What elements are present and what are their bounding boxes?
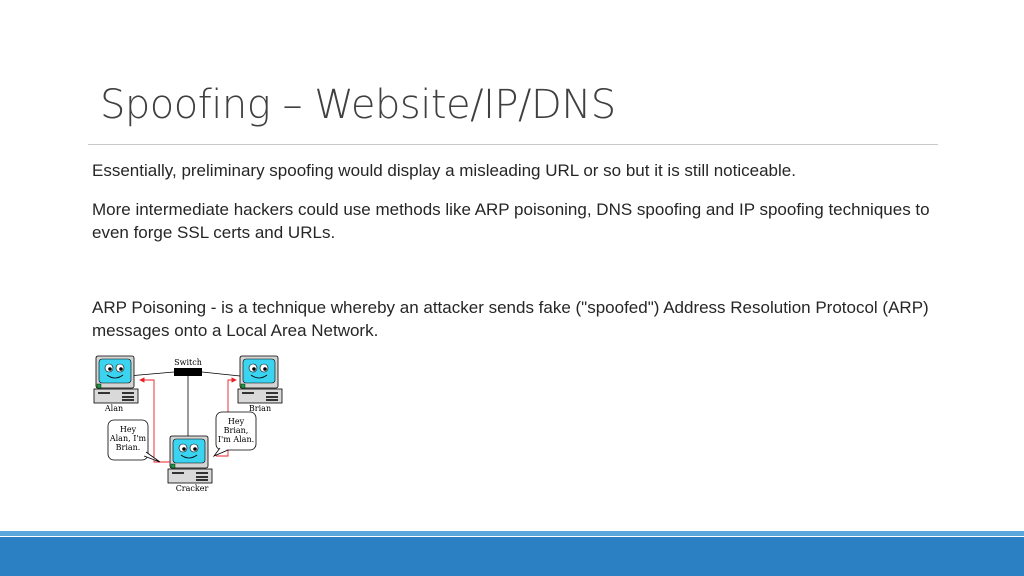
wire-alan-switch [127, 371, 175, 377]
paragraph-3: ARP Poisoning - is a technique whereby a… [92, 298, 929, 340]
bubble-right-line-2: Brian, [224, 426, 249, 435]
paragraph-2: More intermediate hackers could use meth… [92, 200, 930, 242]
bubble-left-line-2: Alan, I'm [109, 434, 147, 443]
arp-poisoning-diagram: Switch Alan Brian Cracker Hey Alan, I'm … [93, 355, 283, 493]
switch-icon [174, 368, 202, 376]
paragraph-1: Essentially, preliminary spoofing would … [92, 161, 796, 180]
brian-label: Brian [249, 404, 271, 413]
footer-bar [0, 537, 1024, 576]
brian-computer-icon [237, 355, 283, 404]
slide-title: Spoofing – Website/IP/DNS [100, 82, 616, 128]
spoof-arrow-to-alan [139, 377, 170, 463]
alan-label: Alan [104, 404, 123, 413]
bubble-left-line-3: Brian. [116, 443, 141, 452]
footer-accent-line [0, 531, 1024, 536]
bubble-left-line-1: Hey [120, 425, 137, 434]
switch-label: Switch [174, 358, 202, 367]
bubble-right-line-1: Hey [228, 417, 245, 426]
speech-bubble-right [215, 411, 257, 451]
speech-bubble-left [107, 419, 149, 461]
bubble-right-line-3: I'm Alan. [218, 435, 254, 444]
alan-computer-icon [93, 355, 139, 404]
cracker-computer-icon [167, 435, 213, 484]
title-divider [88, 144, 938, 145]
cracker-label: Cracker [176, 484, 209, 493]
wire-switch-brian [201, 371, 241, 377]
